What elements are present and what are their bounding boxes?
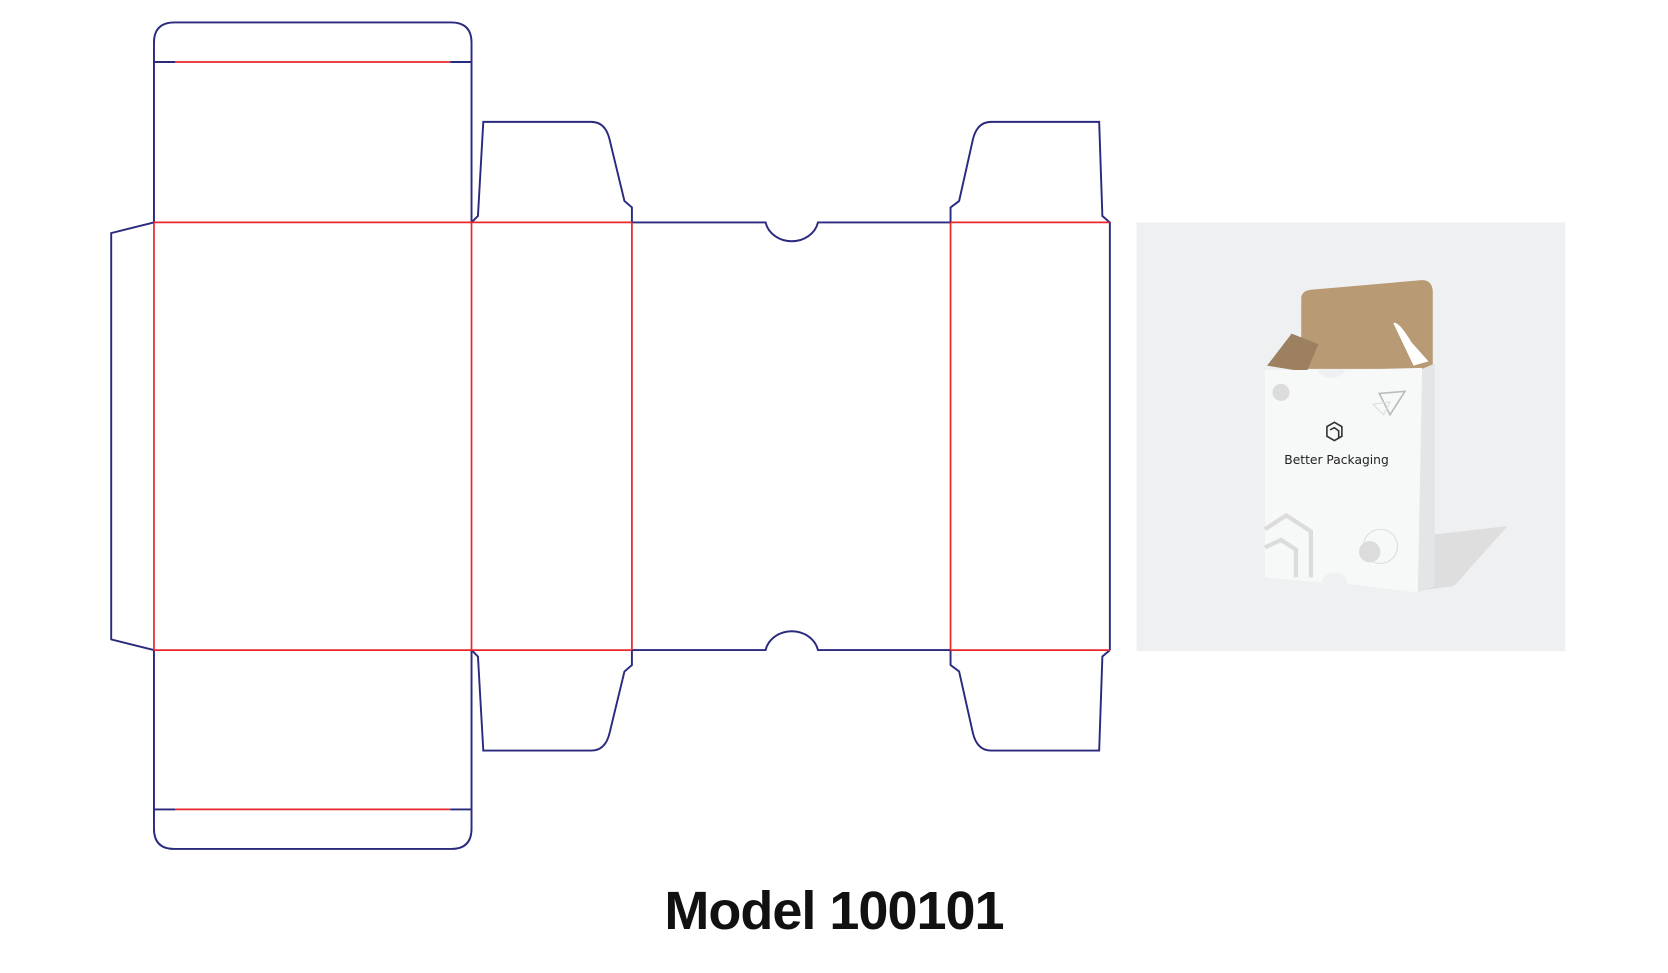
dust-flap-top-right	[949, 120, 1111, 651]
brand-logo-icon	[1326, 421, 1343, 442]
white-tuck	[1393, 322, 1429, 366]
box-front	[1264, 367, 1423, 593]
mockup-brand-text: Better Packaging	[1284, 453, 1388, 467]
dust-flap-top-left	[470, 120, 633, 224]
box-side	[1417, 363, 1435, 593]
dust-flap-bottom-left	[470, 649, 633, 752]
glue-flap	[110, 221, 155, 652]
dieline	[110, 21, 1111, 850]
model-title: Model 100101	[664, 881, 1004, 941]
thumb-notch-top	[631, 221, 951, 243]
dust-flap-bottom-right	[949, 649, 1111, 752]
box-mockup-image: Better Packaging	[1136, 222, 1566, 652]
bottom-tuck-flap	[153, 650, 473, 850]
shadow	[1422, 526, 1508, 591]
top-tuck-flap	[153, 21, 473, 223]
kraft-back-flap	[1301, 280, 1433, 369]
kraft-side-flap	[1267, 333, 1319, 373]
thumb-notch-bottom	[631, 630, 951, 652]
